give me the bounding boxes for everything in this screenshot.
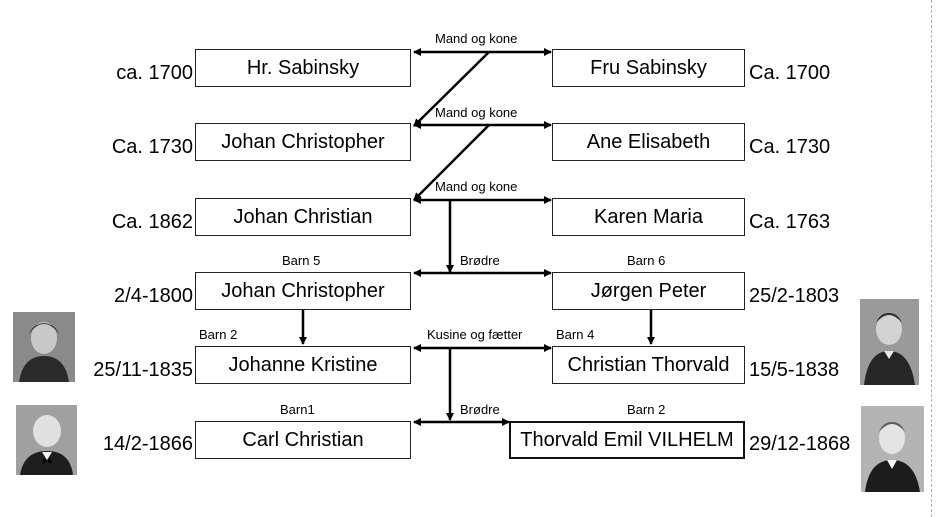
person-box-highlighted: Thorvald Emil VILHELM [509,421,745,459]
child-label: Barn 6 [627,253,666,268]
person-box: Johan Christopher [195,272,411,310]
portrait-photo-thorvald [861,406,924,492]
relation-label: Mand og kone [435,105,518,120]
birth-date: 2/4-1800 [114,285,193,307]
child-label: Barn 2 [627,402,666,417]
relation-label: Mand og kone [435,179,518,194]
person-name: Ane Elisabeth [586,130,711,153]
person-name: Johanne Kristine [228,353,378,376]
birth-year: Ca. 1730 [111,136,193,158]
person-name: Hr. Sabinsky [246,56,360,79]
person-box: Carl Christian [195,421,411,459]
person-name: Jørgen Peter [590,279,707,302]
person-name: Carl Christian [242,428,364,451]
person-name: Fru Sabinsky [590,56,707,79]
person-box: Fru Sabinsky [552,49,745,87]
relation-label: Brødre [460,402,500,417]
birth-date: 14/2-1866 [102,433,193,455]
relation-label: Kusine og fætter [427,327,523,342]
descent-arrow-1 [413,51,490,127]
person-name: Johan Christopher [221,130,385,153]
person-name: Christian Thorvald [567,353,730,376]
child-label: Barn 2 [199,327,238,342]
birth-year: Ca. 1700 [749,62,831,84]
person-name: Thorvald Emil VILHELM [520,428,734,451]
page-edge-dashed-line [931,0,932,517]
child-label: Barn 5 [282,253,321,268]
person-box: Christian Thorvald [552,346,745,384]
portrait-photo-johanne [13,312,75,382]
birth-date: 25/11-1835 [93,359,193,381]
descent-arrow-2 [413,124,490,201]
person-box: Johan Christopher [195,123,411,161]
person-name: Johan Christian [233,205,373,228]
birth-date: 15/5-1838 [749,359,840,381]
person-name: Karen Maria [594,205,703,228]
person-name: Johan Christopher [221,279,385,302]
child-label: Barn1 [280,402,315,417]
birth-year: Ca. 1730 [749,136,831,158]
birth-year: ca. 1700 [116,62,193,84]
portrait-photo-carl [16,405,77,475]
person-box: Jørgen Peter [552,272,745,310]
portrait-photo-christian [860,299,919,385]
birth-year: Ca. 1763 [749,211,831,233]
relation-label: Brødre [460,253,500,268]
birth-date: 25/2-1803 [749,285,840,307]
person-box: Johan Christian [195,198,411,236]
child-label: Barn 4 [556,327,595,342]
person-box: Johanne Kristine [195,346,411,384]
relation-label: Mand og kone [435,31,518,46]
person-box: Karen Maria [552,198,745,236]
birth-year: Ca. 1862 [111,211,193,233]
person-box: Ane Elisabeth [552,123,745,161]
person-box: Hr. Sabinsky [195,49,411,87]
birth-date: 29/12-1868 [749,433,851,455]
